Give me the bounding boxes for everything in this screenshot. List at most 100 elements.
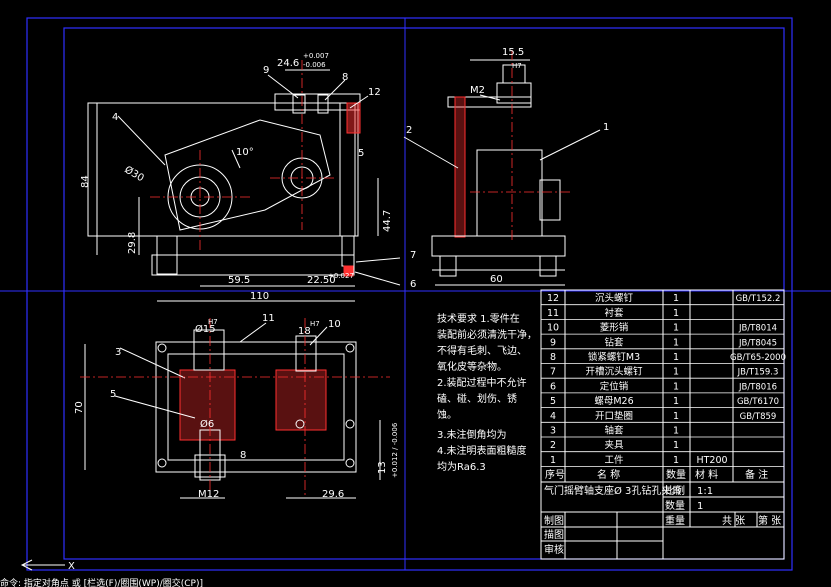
bom-cell-name: 衬套: [604, 307, 624, 319]
bom-cell-no: 4: [550, 411, 556, 422]
bom-header-qty: 数量: [666, 468, 686, 481]
bom-cell-qty: 1: [673, 440, 679, 451]
drawing-title: 气门摇臂轴支座Ø 3孔钻孔夹具: [544, 484, 681, 497]
bom-cell-qty: 1: [673, 323, 679, 334]
front-view: [87, 69, 401, 302]
side-view-labels: 15.5 H7 M2 60 2 1: [406, 47, 609, 285]
sheet-number: 第 张: [758, 514, 781, 527]
bom-header: 序号 名 称 数量 材 料 备 注: [545, 468, 768, 481]
bom-cell-material: HT200: [696, 455, 727, 466]
front-dim-24-6-dn: -0.006: [303, 61, 326, 69]
top-dim-15: Ø15: [195, 323, 216, 335]
bom-cell-remark: JB/T8045: [738, 338, 777, 348]
bom-header-no: 序号: [545, 468, 565, 481]
bom-cell-qty: 1: [673, 455, 679, 466]
balloon-8: 8: [342, 72, 348, 83]
title-block-text: 气门摇臂轴支座Ø 3孔钻孔夹具 比例 1:1 数量 1 重量 共 张 第 张 制…: [544, 484, 781, 556]
bom-cell-qty: 1: [673, 293, 679, 304]
top-dim-13-tol: +0.012 / -0.006: [391, 422, 399, 478]
bom-cell-name: 开口垫圈: [595, 410, 633, 422]
bom-cell-remark: GB/T6170: [737, 397, 779, 407]
top-view: [84, 322, 381, 499]
top-dim-8: 8: [240, 450, 246, 461]
balloon-5: 5: [110, 389, 116, 400]
side-dim-15-5: 15.5: [502, 47, 524, 58]
bom-cell-no: 12: [547, 293, 559, 304]
bom-cell-qty: 1: [673, 308, 679, 319]
note-line-9: 4.未注明表面粗糙度: [437, 444, 527, 457]
top-dim-h7b: H7: [310, 320, 320, 328]
note-line-4: 氧化皮等杂物。: [437, 360, 507, 373]
note-line-8: 3.未注倒角均为: [437, 428, 507, 441]
front-dim-44-7: 44.7: [382, 210, 393, 232]
top-dim-18: 18: [298, 326, 311, 337]
bom-cell-name: 钻套: [604, 336, 624, 348]
bom-cell-no: 5: [550, 396, 556, 407]
bom-cell-remark: JB/T159.3: [737, 368, 779, 378]
outer-frame: [26, 17, 793, 571]
balloon-11: 11: [262, 313, 275, 324]
top-dim-13: 13: [377, 461, 388, 474]
check-label: 审核: [544, 543, 564, 556]
balloon-10: 10: [328, 319, 341, 330]
bom-cell-name: 轴套: [604, 425, 624, 437]
bom-cell-qty: 1: [673, 411, 679, 422]
draw-label: 制图: [544, 514, 564, 527]
bom-row-lines: [541, 304, 784, 467]
bom-cell-remark: JB/T8016: [738, 382, 777, 392]
bom-cell-name: 定位销: [600, 380, 629, 392]
title-block: [540, 481, 785, 560]
bom-cell-no: 7: [550, 367, 556, 378]
bom-cell-name: 工件: [604, 454, 624, 466]
balloon-3: 3: [115, 347, 121, 358]
front-dim-59-5: 59.5: [228, 275, 250, 286]
front-center-lines: [150, 60, 335, 250]
bom-header-name: 名 称: [597, 468, 620, 481]
balloon-6: 6: [410, 279, 416, 290]
note-line-6: 磕、碰、划伤、锈: [437, 392, 517, 405]
bom-header-material: 材 料: [695, 468, 718, 481]
ucs-icon: [20, 559, 65, 571]
bom-header-remark: 备 注: [745, 468, 768, 481]
front-dim-22-5: 22.50: [307, 275, 336, 286]
scale-value: 1:1: [697, 486, 713, 497]
bom-cell-no: 6: [550, 381, 556, 392]
note-line-7: 蚀。: [437, 408, 457, 421]
bom-cell-remark: GB/T65-2000: [730, 353, 786, 363]
top-dim-6: Ø6: [200, 418, 214, 430]
note-line-5: 2.装配过程中不允许: [437, 376, 527, 389]
bom-cell-name: 夹具: [604, 439, 624, 451]
balloon-7: 7: [410, 250, 416, 261]
bom-cell-name: 螺母M26: [594, 396, 633, 407]
bom-cell-no: 9: [550, 337, 556, 348]
side-dim-60: 60: [490, 274, 503, 285]
bom-cell-no: 8: [550, 352, 556, 363]
top-view-labels: 70 M12 29.6 13 +0.012 / -0.006 8 Ø15 H7 …: [74, 313, 399, 500]
count-label: 数量: [665, 499, 685, 512]
bom-cell-qty: 1: [673, 426, 679, 437]
front-dim-29-8: 29.8: [127, 232, 138, 254]
front-dim-30: Ø30: [122, 164, 146, 185]
front-dim-5: 5: [358, 148, 364, 159]
bom-cell-qty: 1: [673, 367, 679, 378]
bom-cell-qty: 1: [673, 396, 679, 407]
balloon-1: 1: [603, 122, 609, 133]
front-view-labels: 84 29.8 59.5 110 22.50 +0.027 44.7 5 Ø30…: [80, 52, 416, 302]
balloon-9: 9: [263, 65, 269, 76]
front-dim-24-6-up: +0.007: [303, 52, 329, 60]
front-dim-22-5-tol: +0.027: [328, 272, 354, 280]
scale-label: 比例: [665, 484, 685, 497]
bom-cell-no: 2: [550, 440, 556, 451]
bom-cell-name: 锁紧螺钉M3: [588, 351, 640, 363]
note-line-10: 均为Ra6.3: [437, 461, 486, 473]
bom-cell-name: 菱形销: [600, 322, 629, 334]
top-center-lines: [80, 318, 390, 495]
bom-cell-remark: GB/T152.2: [736, 294, 781, 304]
top-dim-70: 70: [74, 401, 85, 414]
bom-cell-no: 1: [550, 455, 556, 466]
bom-cell-qty: 1: [673, 337, 679, 348]
bom-cell-name: 开槽沉头螺钉: [585, 366, 643, 378]
bom-cell-name: 沉头螺钉: [595, 292, 634, 304]
